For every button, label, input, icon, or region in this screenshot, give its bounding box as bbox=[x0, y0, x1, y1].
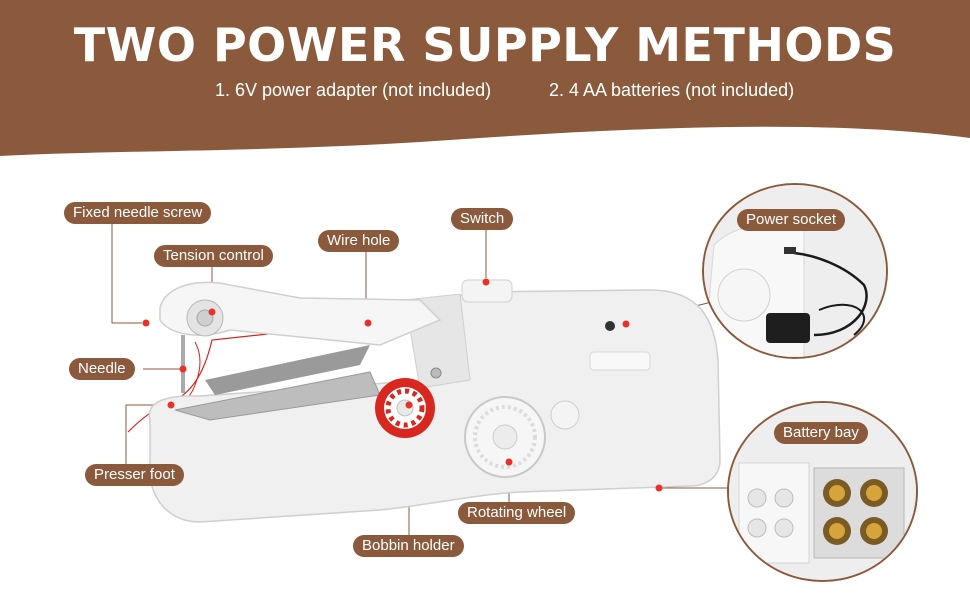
page-title: TWO POWER SUPPLY METHODS bbox=[73, 18, 897, 72]
power-method-batteries: 2. 4 AA batteries (not included) bbox=[549, 80, 795, 100]
header-banner bbox=[0, 0, 970, 156]
label-battery-bay: Battery bay bbox=[774, 422, 868, 444]
label-tension-control: Tension control bbox=[154, 245, 273, 267]
label-switch: Switch bbox=[451, 208, 514, 230]
label-power-socket: Power socket bbox=[737, 209, 846, 231]
label-needle: Needle bbox=[69, 358, 135, 380]
power-method-adapter: 1. 6V power adapter (not included) bbox=[215, 80, 492, 100]
power-socket-detail bbox=[702, 183, 888, 359]
label-presser-foot: Presser foot bbox=[85, 464, 184, 486]
label-fixed-needle-screw: Fixed needle screw bbox=[64, 202, 212, 224]
label-rotating-wheel: Rotating wheel bbox=[458, 502, 576, 524]
label-bobbin-holder: Bobbin holder bbox=[353, 535, 464, 557]
label-wire-hole: Wire hole bbox=[318, 230, 400, 252]
